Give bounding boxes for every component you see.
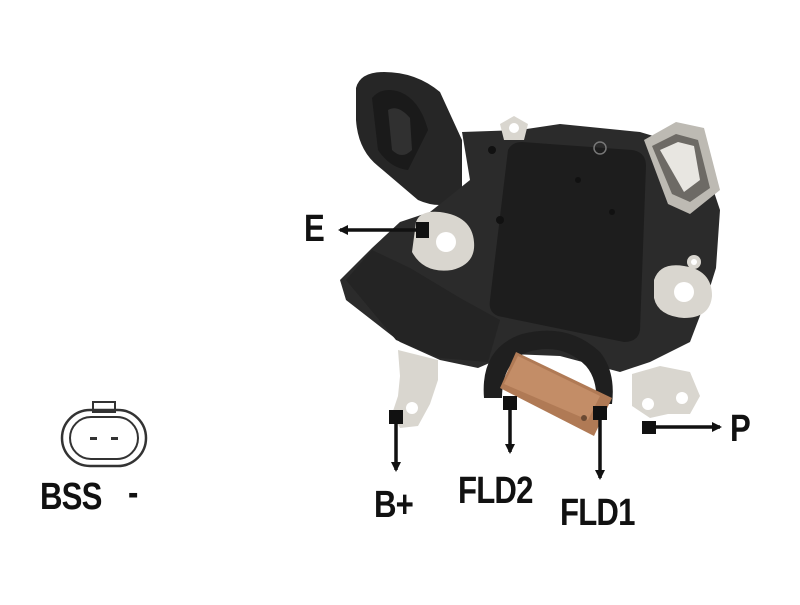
brush-holder-arch [483,330,613,404]
e-arrow-tail [416,222,429,238]
voltage-regulator-image [340,72,720,436]
bss-connector-icon [60,401,148,468]
fld2-arrow-tail [503,396,517,410]
label-bss-suffix: - [128,472,138,514]
p-terminal-tab [632,366,700,418]
label-e: E [304,208,325,250]
label-fld1: FLD1 [560,492,635,534]
fld1-arrow-tail [593,406,607,420]
label-b-plus: B+ [374,484,414,526]
label-fld2: FLD2 [458,470,533,512]
terminal-arrows [338,222,722,480]
label-p: P [730,408,751,450]
center-pad [489,142,646,342]
b-plus-terminal-tab [392,350,438,428]
b-plus-arrow-tail [389,410,403,424]
p-arrow-tail [642,421,656,434]
label-bss: BSS [40,476,102,518]
